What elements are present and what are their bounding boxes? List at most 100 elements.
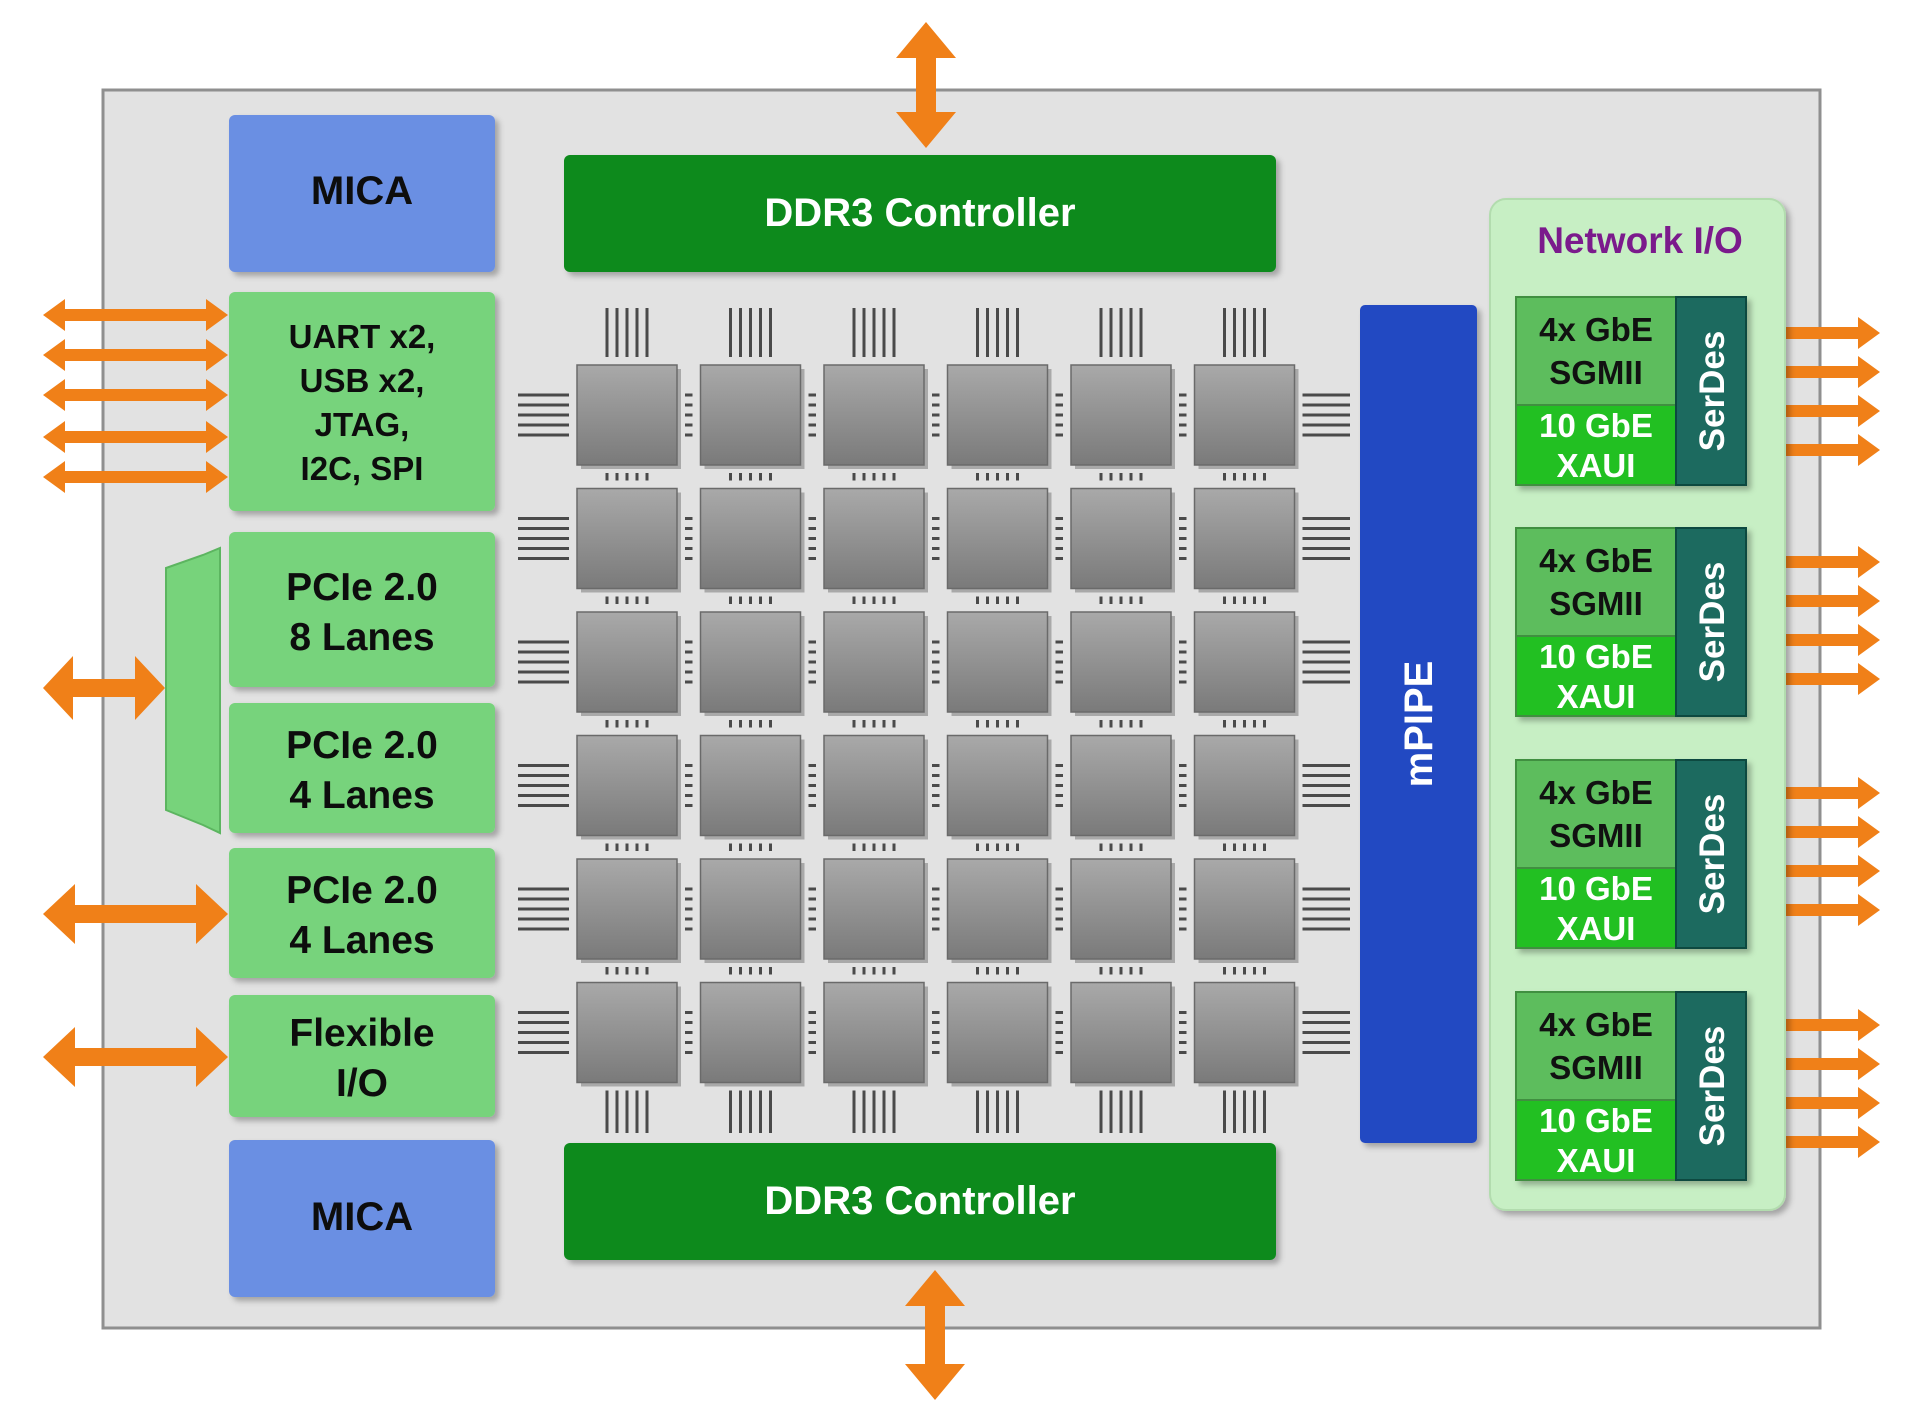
processor-tile <box>576 858 678 960</box>
double-arrow-icon <box>1750 663 1880 695</box>
pcie-4-lanes-block-a: PCIe 2.0 4 Lanes <box>229 703 495 833</box>
processor-tile <box>576 981 678 1084</box>
io-arrows <box>43 22 1880 1400</box>
serdes-label: SerDes <box>1693 562 1732 683</box>
double-arrow-icon <box>43 1027 228 1087</box>
processor-tile <box>823 611 925 713</box>
processor-tile <box>699 734 802 837</box>
double-arrow-icon <box>1750 1009 1880 1041</box>
serdes-cell <box>1675 991 1747 1181</box>
pcie-4b-line-1: PCIe 2.0 <box>286 869 438 912</box>
processor-tile <box>1193 611 1296 713</box>
network-port <box>1515 991 1747 1181</box>
gbe-label: 4x GbE <box>1539 542 1653 579</box>
serdes-label: SerDes <box>1693 331 1732 452</box>
uart-line-3: JTAG, <box>315 406 410 443</box>
double-arrow-icon <box>1750 777 1880 809</box>
network-port <box>1515 296 1747 486</box>
double-arrow-icon <box>1750 855 1880 887</box>
gbe-label: 4x GbE <box>1539 774 1653 811</box>
processor-tile <box>1193 364 1296 466</box>
sgmii-label: SGMII <box>1549 585 1643 622</box>
network-io-title: Network I/O <box>1537 220 1743 261</box>
serdes-cell <box>1675 527 1747 717</box>
processor-tile <box>823 487 925 590</box>
serdes-cell <box>1675 296 1747 486</box>
processor-tile <box>699 364 802 466</box>
mica-block-top: MICA <box>229 115 495 272</box>
ddr3-label-bottom: DDR3 Controller <box>764 1179 1075 1223</box>
serdes-cell <box>1675 759 1747 949</box>
ddr3-controller-top: DDR3 Controller <box>564 155 1276 272</box>
uart-line-4: I2C, SPI <box>301 450 424 487</box>
sgmii-label: SGMII <box>1549 817 1643 854</box>
flexible-line-2: I/O <box>336 1062 388 1105</box>
xaui-label: XAUI <box>1557 678 1636 715</box>
network-port <box>1515 527 1747 717</box>
double-arrow-icon <box>1750 434 1880 466</box>
processor-tile <box>1070 364 1172 466</box>
mpipe-label: mPIPE <box>1397 661 1441 788</box>
processor-tile <box>1070 611 1172 713</box>
processor-tile <box>946 858 1049 960</box>
mica-label-bottom: MICA <box>311 1195 413 1239</box>
sgmii-cell <box>1515 527 1677 637</box>
double-arrow-icon <box>43 421 228 453</box>
double-arrow-icon <box>1750 894 1880 926</box>
processor-tile <box>1070 487 1172 590</box>
pcie-4-lanes-block-b: PCIe 2.0 4 Lanes <box>229 848 495 978</box>
ddr3-controller-bottom: DDR3 Controller <box>564 1143 1276 1260</box>
sgmii-label: SGMII <box>1549 1049 1643 1086</box>
xaui-label: XAUI <box>1557 447 1636 484</box>
processor-tile <box>576 734 678 837</box>
serdes-label: SerDes <box>1693 1026 1732 1147</box>
double-arrow-icon <box>43 461 228 493</box>
processor-tile <box>1193 487 1296 590</box>
pcie-8-line-2: 8 Lanes <box>289 616 434 659</box>
processor-tile <box>576 487 678 590</box>
double-arrow-icon <box>43 884 228 944</box>
mica-block-bottom: MICA <box>229 1140 495 1297</box>
mica-label-top: MICA <box>311 169 413 213</box>
double-arrow-icon <box>1750 317 1880 349</box>
processor-tile <box>576 611 678 713</box>
sgmii-cell <box>1515 759 1677 869</box>
uart-line-1: UART x2, <box>289 318 436 355</box>
xgbe-label: 10 GbE <box>1539 870 1653 907</box>
tile-grid <box>518 308 1350 1133</box>
sgmii-cell <box>1515 991 1677 1101</box>
double-arrow-icon <box>1750 1048 1880 1080</box>
xaui-label: XAUI <box>1557 910 1636 947</box>
pcie-4a-line-1: PCIe 2.0 <box>286 724 438 767</box>
processor-tile <box>1193 858 1296 960</box>
gbe-label: 4x GbE <box>1539 311 1653 348</box>
processor-tile <box>946 734 1049 837</box>
xgbe-label: 10 GbE <box>1539 638 1653 675</box>
double-arrow-icon <box>1750 546 1880 578</box>
processor-tile <box>946 364 1049 466</box>
processor-tile <box>823 858 925 960</box>
double-arrow-icon <box>1750 816 1880 848</box>
processor-tile <box>576 364 678 466</box>
pcie-4b-line-2: 4 Lanes <box>289 919 434 962</box>
double-arrow-icon <box>1750 624 1880 656</box>
uart-line-2: USB x2, <box>300 362 425 399</box>
double-arrow-icon <box>43 656 165 720</box>
processor-tile <box>823 364 925 466</box>
processor-tile <box>946 487 1049 590</box>
double-arrow-icon <box>43 299 228 331</box>
pcie-8-line-1: PCIe 2.0 <box>286 566 438 609</box>
processor-tile <box>946 981 1049 1084</box>
gbe-label: 4x GbE <box>1539 1006 1653 1043</box>
xaui-cell <box>1515 404 1677 486</box>
xaui-cell <box>1515 867 1677 949</box>
xgbe-label: 10 GbE <box>1539 407 1653 444</box>
double-arrow-icon <box>1750 395 1880 427</box>
pcie-4a-line-2: 4 Lanes <box>289 774 434 817</box>
pcie-8-lanes-block: PCIe 2.0 8 Lanes <box>229 532 495 687</box>
flexible-line-1: Flexible <box>289 1012 434 1055</box>
serdes-label: SerDes <box>1693 794 1732 915</box>
double-arrow-icon <box>905 1270 965 1400</box>
